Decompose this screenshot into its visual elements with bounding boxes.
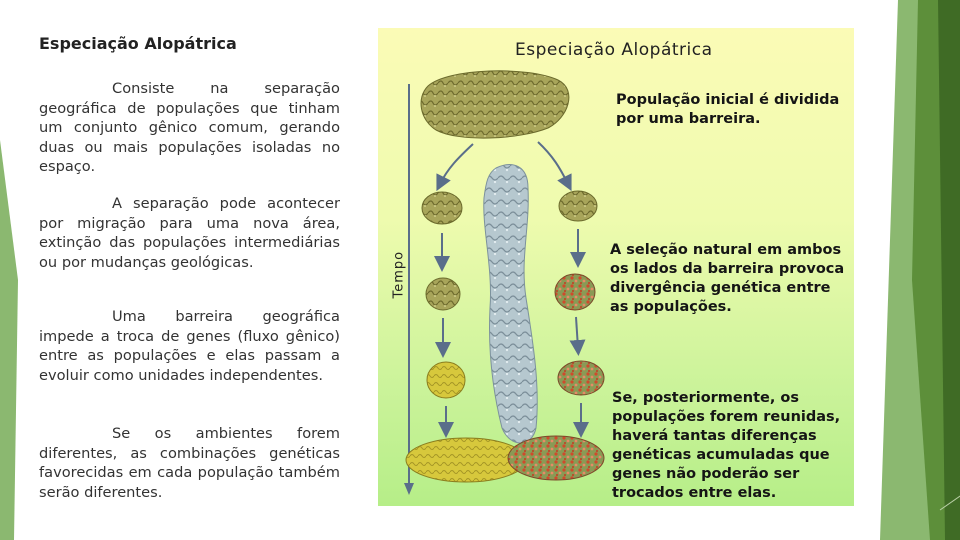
reunited-population-right xyxy=(507,435,605,481)
time-axis-label: Tempo xyxy=(391,250,407,299)
figure-caption-selection: A seleção natural em ambos os lados da b… xyxy=(610,242,845,315)
figure-caption-reunion: Se, posteriormente, os populações forem … xyxy=(612,390,841,501)
right-population-stage3 xyxy=(557,360,605,396)
split-arrow-left xyxy=(436,143,474,192)
decorative-green-shapes xyxy=(880,0,960,540)
paragraph-environments: Se os ambientes forem diferentes, as com… xyxy=(39,425,340,501)
time-axis-arrow xyxy=(404,84,414,495)
slide-title: Especiação Alopátrica xyxy=(39,34,237,53)
figure-caption-initial: População inicial é dividida por uma bar… xyxy=(616,92,840,127)
right-population-stage1 xyxy=(558,190,598,222)
right-population-stage2 xyxy=(554,273,596,311)
paragraph-definition: Consiste na separação geográfica de popu… xyxy=(39,80,340,175)
split-arrow-right xyxy=(537,141,572,192)
speciation-figure: Especiação Alopátrica Tempo População in… xyxy=(378,28,854,506)
left-population-stage3 xyxy=(426,361,466,399)
left-population-stage1 xyxy=(421,191,463,225)
decorative-left-shape xyxy=(0,140,18,540)
stage-arrows xyxy=(434,229,589,438)
left-population-stage2 xyxy=(425,277,461,311)
initial-population-shape xyxy=(420,70,570,139)
figure-title: Especiação Alopátrica xyxy=(515,40,713,60)
paragraph-barrier: Uma barreira geográfica impede a troca d… xyxy=(39,308,340,384)
speciation-diagram xyxy=(404,70,605,495)
paragraph-separation: A separação pode acontecer por migração … xyxy=(39,195,340,271)
geographic-barrier-shape xyxy=(483,164,538,444)
